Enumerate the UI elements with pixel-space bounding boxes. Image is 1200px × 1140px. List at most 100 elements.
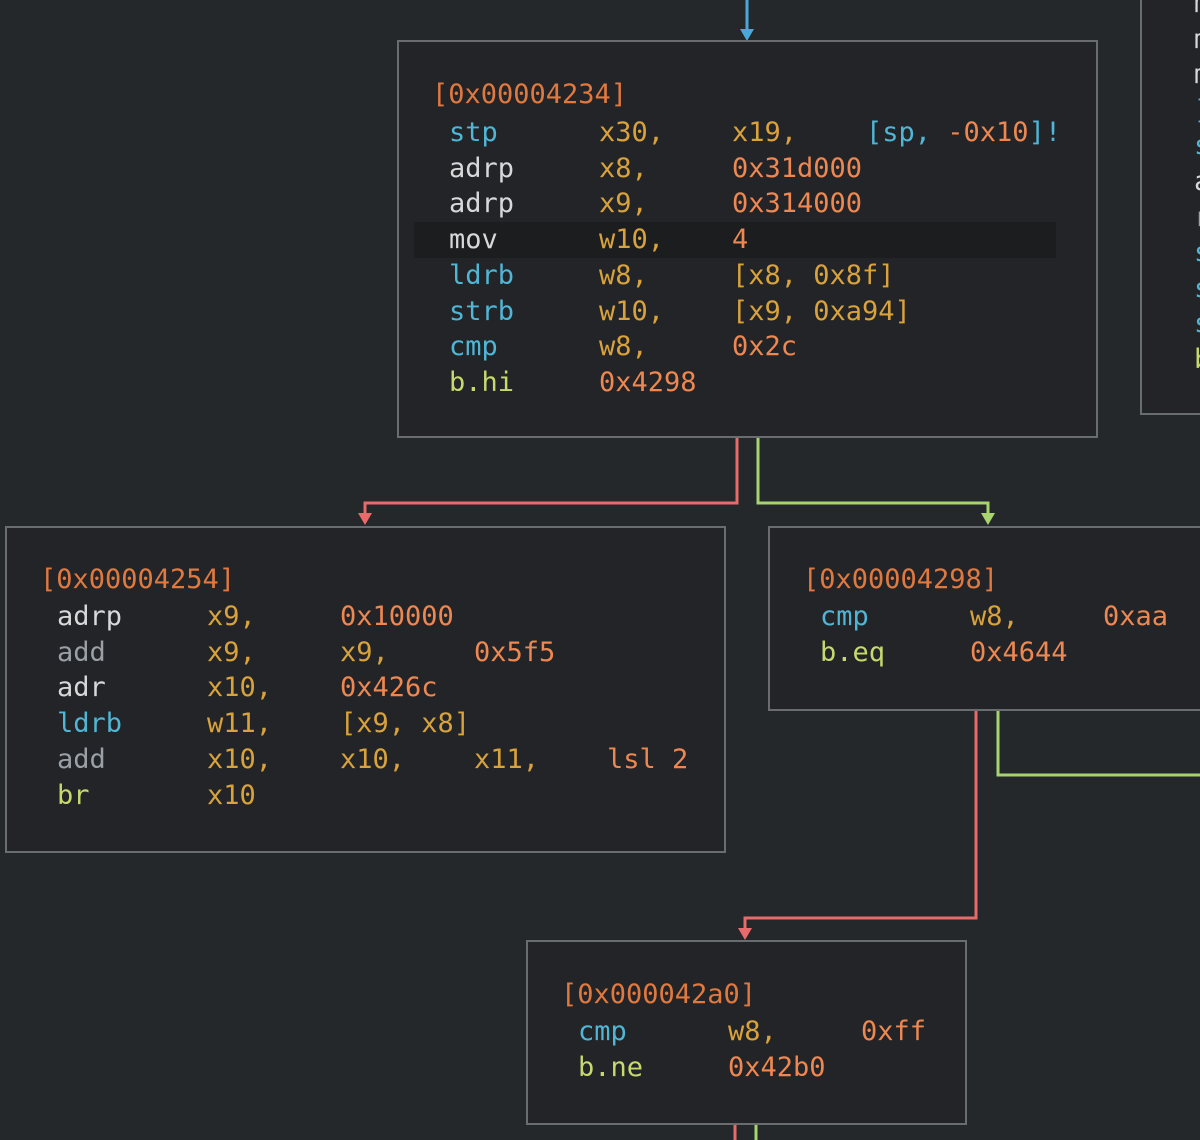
side-block-char: m [1194, 57, 1200, 93]
mnemonic: b.ne [578, 1051, 644, 1083]
block-address: [0x00004298] [803, 564, 999, 595]
instruction-row[interactable]: adr x10, 0x426c [7, 670, 724, 706]
edge-arrowhead [738, 928, 752, 940]
operand: 4 [732, 224, 749, 256]
side-block-char: m [1194, 0, 1200, 22]
instruction-row[interactable]: mov w10, 4 [414, 222, 1056, 259]
operand: w10, [599, 224, 665, 256]
mnemonic: add [57, 743, 106, 775]
operand: [sp, -0x10]! [866, 117, 1062, 148]
side-block-char: s [1194, 271, 1200, 307]
side-block-char: r [1194, 200, 1200, 236]
mnemonic: mov [449, 224, 498, 256]
block-address: [0x00004254] [40, 564, 236, 595]
block-0x4254[interactable]: [0x00004254] adrp x9, 0x10000 add x9, x9, 0x5f… [5, 526, 726, 853]
operand: x8, [599, 152, 648, 184]
instruction-row[interactable]: b.hi 0x4298 [399, 365, 1096, 401]
instruction-row[interactable]: adrp x8, 0x31d000 [399, 151, 1096, 187]
operand: x10, [207, 672, 273, 704]
operand: 0x10000 [340, 601, 454, 632]
mnemonic: br [57, 779, 90, 811]
block-offscreen-right[interactable]: mmm]sarsssb [1140, 0, 1200, 415]
edge-4234-to-4298 [756, 436, 990, 516]
edge-arrowhead [981, 513, 995, 525]
operand: x19, [732, 117, 798, 148]
block-address: [0x000042a0] [561, 979, 757, 1010]
operand: w11, [207, 708, 273, 740]
mnemonic: cmp [820, 601, 869, 632]
operand: 0x314000 [732, 188, 863, 220]
instruction-row[interactable]: add x9, x9, 0x5f5 [7, 635, 724, 671]
mnemonic: b.eq [820, 636, 886, 668]
mnemonic: ldrb [449, 259, 515, 291]
operand: 0xaa [1103, 601, 1169, 632]
operand: x9, [599, 188, 648, 220]
instruction-row[interactable]: cmp w8, 0xff [528, 1014, 965, 1050]
mnemonic: adr [57, 672, 106, 704]
instruction-row[interactable]: b.eq 0x4644 [770, 635, 1200, 671]
operand: w8, [970, 601, 1019, 632]
mnemonic: cmp [449, 331, 498, 363]
block-address: [0x00004234] [432, 79, 628, 110]
side-block-char: b [1194, 342, 1200, 378]
side-block-char: s [1194, 128, 1200, 164]
operand: 0xff [861, 1016, 927, 1047]
operand: 0x42b0 [728, 1051, 826, 1083]
operand: 0x426c [340, 672, 438, 704]
mnemonic: add [57, 636, 106, 668]
side-block-char: s [1194, 235, 1200, 271]
instruction-row[interactable]: cmp w8, 0xaa [770, 599, 1200, 635]
instruction-row[interactable]: strb w10, [x9, 0xa94] [399, 294, 1096, 330]
instruction-row[interactable]: b.ne 0x42b0 [528, 1050, 965, 1086]
edge-4298-to-4644 [996, 708, 1200, 777]
operand: x9, [340, 636, 389, 668]
block-0x42a0[interactable]: [0x000042a0] cmp w8, 0xff b.ne 0x42b0 [526, 940, 967, 1125]
operand: 0x5f5 [474, 636, 556, 668]
mnemonic: ldrb [57, 708, 123, 740]
side-block-char: s [1194, 306, 1200, 342]
instruction-row[interactable]: ldrb w8, [x8, 0x8f] [399, 258, 1096, 294]
side-block-char: a [1194, 164, 1200, 200]
operand: x10, [207, 743, 273, 775]
mnemonic: b.hi [449, 366, 515, 398]
mnemonic: strb [449, 295, 515, 327]
block-0x4298[interactable]: [0x00004298] cmp w8, 0xaa b.eq 0x4644 [768, 526, 1200, 711]
operand: w8, [599, 259, 648, 291]
operand: lsl 2 [607, 743, 689, 775]
edge-4298-to-42a0 [743, 708, 978, 931]
instruction-row[interactable]: add x10, x10, x11, lsl 2 [7, 742, 724, 778]
operand: x11, [474, 743, 540, 775]
instruction-row[interactable]: adrp x9, 0x314000 [399, 186, 1096, 222]
operand: x9, [207, 601, 256, 632]
instruction-row[interactable]: stp x30, x19, [sp, -0x10]! [399, 115, 1096, 151]
operand: x9, [207, 636, 256, 668]
instruction-row[interactable]: br x10 [7, 778, 724, 814]
mnemonic: adrp [449, 188, 515, 220]
mnemonic: adrp [449, 152, 515, 184]
operand: w8, [728, 1016, 777, 1047]
instruction-row[interactable]: adrp x9, 0x10000 [7, 599, 724, 635]
operand: [x8, 0x8f] [732, 259, 895, 291]
edge-4234-to-4254 [363, 436, 739, 516]
operand: 0x31d000 [732, 152, 863, 184]
operand: [x9, 0xa94] [732, 295, 911, 327]
mnemonic: stp [449, 117, 498, 148]
side-block-char: ] [1194, 93, 1200, 129]
mnemonic: adrp [57, 601, 123, 632]
operand: x30, [599, 117, 665, 148]
operand: x10 [207, 779, 256, 811]
operand: w8, [599, 331, 648, 363]
instruction-row[interactable]: cmp w8, 0x2c [399, 329, 1096, 365]
operand: w10, [599, 295, 665, 327]
edge-arrowhead [358, 513, 372, 525]
side-block-char: m [1194, 22, 1200, 58]
edge-arrowhead [740, 29, 754, 41]
operand: 0x4644 [970, 636, 1068, 668]
mnemonic: cmp [578, 1016, 627, 1047]
operand: 0x2c [732, 331, 798, 363]
operand: 0x4298 [599, 366, 697, 398]
operand: x10, [340, 743, 406, 775]
